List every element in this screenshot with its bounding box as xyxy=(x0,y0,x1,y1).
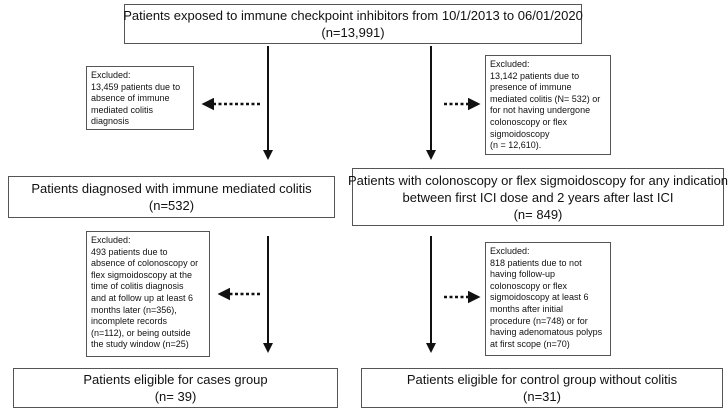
exclusion-line: incomplete records xyxy=(91,316,168,327)
exclusion-line: having follow-up xyxy=(490,269,556,280)
exclusion-line: Excluded: xyxy=(91,235,131,245)
box-line: (n=31) xyxy=(523,389,561,404)
exclusion-line: colonoscopy or flex xyxy=(490,116,568,127)
exclusion-line: 818 patients due to not xyxy=(490,257,582,268)
box-all-patients: Patients exposed to immune checkpoint in… xyxy=(123,4,583,44)
box-control-group: Patients eligible for control group with… xyxy=(361,368,723,408)
exclusion-line: Excluded: xyxy=(490,59,530,69)
exclusion-box-right-1: Excluded: 13,142 patients due to presenc… xyxy=(485,55,611,155)
box-line: (n= 39) xyxy=(154,389,197,404)
exclusion-line: absence of colonoscopy or xyxy=(91,258,199,269)
exclusion-line: diagnosis xyxy=(91,116,130,127)
exclusion-line: the study window (n=25) xyxy=(91,339,189,350)
box-immune-mediated-colitis: Patients diagnosed with immune mediated … xyxy=(8,176,335,218)
exclusion-line: 13,142 patients due to xyxy=(490,70,580,81)
box-colonoscopy-patients: Patients with colonoscopy or flex sigmoi… xyxy=(348,168,728,226)
exclusion-line: Excluded: xyxy=(490,246,530,256)
box-line: Patients eligible for control group with… xyxy=(406,372,678,387)
box-line: (n= 849) xyxy=(513,206,563,222)
box-cases-group: Patients eligible for cases group (n= 39… xyxy=(13,368,338,408)
exclusion-line: sigmoidoscopy at least 6 xyxy=(490,292,589,303)
exclusion-line: mediated colitis (N= 532) or xyxy=(490,93,601,104)
exclusion-line: mediated colitis xyxy=(91,104,154,115)
exclusion-line: and at follow up at least 6 xyxy=(91,292,194,303)
exclusion-line: 13,459 patients due to xyxy=(91,81,181,92)
exclusion-line: Excluded: xyxy=(91,70,131,80)
box-line: between first ICI dose and 2 years after… xyxy=(402,189,674,205)
box-line: Patients exposed to immune checkpoint in… xyxy=(123,8,583,23)
exclusion-box-left-1: Excluded: 13,459 patients due to absence… xyxy=(86,66,194,130)
exclusion-box-left-2: Excluded: 493 patients due to absence of… xyxy=(86,231,210,357)
box-line: Patients eligible for cases group xyxy=(83,372,268,387)
exclusion-line: time of colitis diagnosis xyxy=(91,281,184,292)
exclusion-box-right-2: Excluded: 818 patients due to not having… xyxy=(485,242,611,356)
exclusion-line: 493 patients due to xyxy=(91,246,168,257)
exclusion-line: presence of immune xyxy=(490,82,572,93)
exclusion-line: having adenomatous polyps xyxy=(490,327,603,338)
box-line: Patients diagnosed with immune mediated … xyxy=(31,181,312,196)
exclusion-line: (n=112), or being outside xyxy=(91,327,191,338)
exclusion-line: colonoscopy or flex xyxy=(490,280,568,291)
exclusion-line: procedure (n=748) or for xyxy=(490,315,588,326)
exclusion-line: absence of immune xyxy=(91,93,170,104)
exclusion-line: sigmoidoscopy xyxy=(490,128,550,139)
exclusion-line: months later (n=356), xyxy=(91,304,177,315)
exclusion-line: months after initial xyxy=(490,303,564,314)
box-line: Patients with colonoscopy or flex sigmoi… xyxy=(347,172,728,188)
box-line: (n=13,991) xyxy=(321,25,385,40)
exclusion-line: flex sigmoidoscopy at the xyxy=(91,269,193,280)
exclusion-line: at first scope (n=70) xyxy=(490,338,570,349)
box-line: (n=532) xyxy=(148,198,195,213)
exclusion-line: for not having undergone xyxy=(490,105,591,116)
exclusion-line: (n = 12,610). xyxy=(490,140,542,151)
